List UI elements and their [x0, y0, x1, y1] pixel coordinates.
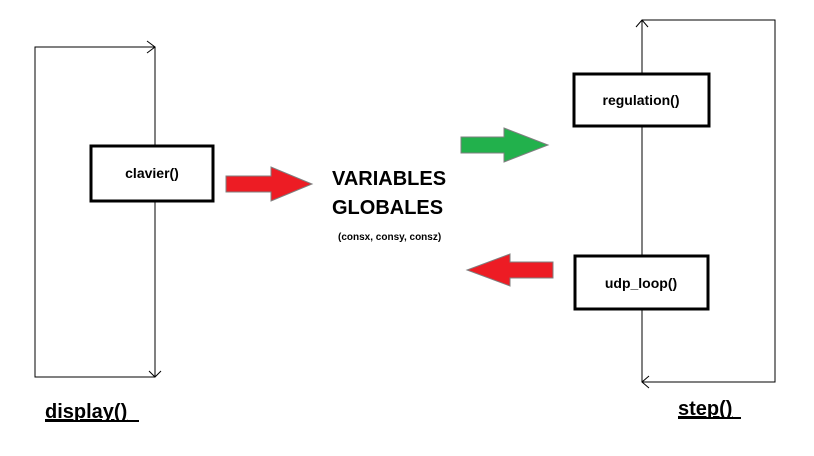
display-label: display(): [45, 401, 127, 423]
red-arrow-right: [225, 166, 314, 202]
udp-loop-label: udp_loop(): [605, 275, 677, 291]
display-loop-line: [34, 46, 155, 378]
clavier-label: clavier(): [125, 165, 179, 181]
step-loop-line: [642, 19, 776, 383]
variables-title-line2: GLOBALES: [332, 197, 443, 219]
regulation-label: regulation(): [603, 92, 680, 108]
step-loop: [635, 19, 776, 389]
step-label: step(): [678, 398, 732, 420]
step-top-arrowhead: [635, 19, 649, 28]
display-loop: [34, 40, 162, 378]
display-bottom-arrowhead: [148, 370, 162, 378]
red-arrow-left: [465, 253, 554, 287]
display-top-arrowhead: [146, 40, 156, 54]
step-bottom-arrowhead: [641, 375, 650, 389]
variables-title-line1: VARIABLES: [332, 168, 446, 190]
regulation-box: regulation(): [572, 72, 711, 128]
clavier-box: clavier(): [89, 144, 215, 203]
variables-subtitle: (consx, consy, consz): [338, 232, 441, 243]
udp-loop-box: udp_loop(): [573, 254, 710, 311]
green-arrow-right: [460, 127, 550, 163]
